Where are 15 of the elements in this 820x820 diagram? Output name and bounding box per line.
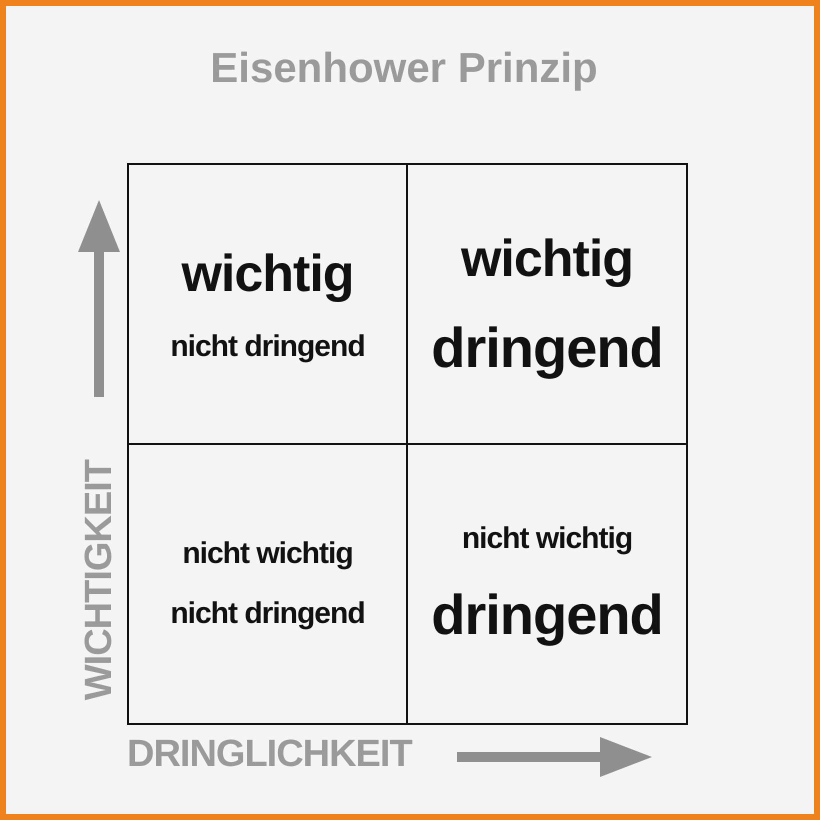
quadrant-box bbox=[406, 443, 688, 725]
quadrant-subheading: dringend bbox=[431, 314, 663, 380]
axis-label: WICHTIGKEIT bbox=[78, 460, 121, 700]
quadrant-subheading: dringend bbox=[431, 582, 663, 646]
quadrant-subheading: nicht dringend bbox=[170, 597, 365, 631]
title: Eisenhower Prinzip bbox=[209, 44, 599, 92]
quadrant-heading: wichtig bbox=[181, 244, 354, 304]
quadrant-subheading: nicht dringend bbox=[170, 330, 365, 364]
axis-label: DRINGLICHKEIT bbox=[127, 733, 412, 776]
quadrant-heading: wichtig bbox=[460, 228, 634, 288]
quadrant-heading: nicht wichtig bbox=[462, 522, 632, 556]
quadrant-box bbox=[127, 443, 408, 725]
quadrant-box bbox=[406, 163, 688, 445]
quadrant-box bbox=[127, 163, 408, 445]
quadrant-heading: nicht wichtig bbox=[182, 537, 353, 571]
